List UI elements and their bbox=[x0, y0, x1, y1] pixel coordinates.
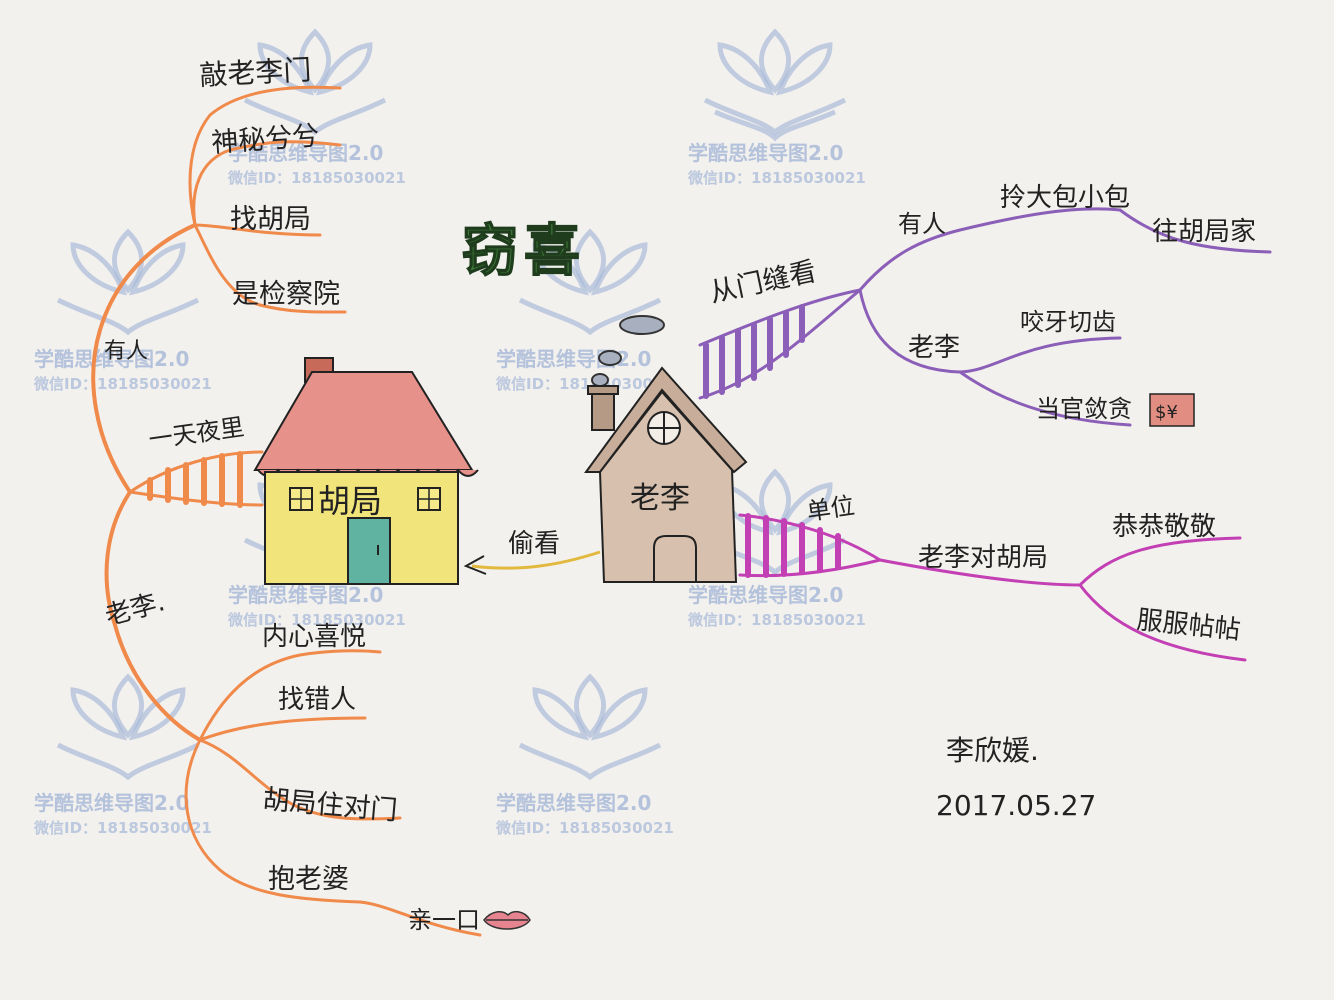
peek-arrow bbox=[463, 550, 601, 575]
money-icon-label: $¥ bbox=[1155, 402, 1178, 423]
arrow-label: 偷看 bbox=[508, 529, 560, 559]
house-hu-ju bbox=[253, 357, 479, 585]
watermark-text: 学酷思维导图2.0 bbox=[228, 583, 383, 607]
watermark-logo bbox=[56, 228, 200, 336]
left-item-label: 敲老李门 bbox=[199, 53, 313, 92]
house-left-label: 胡局 bbox=[318, 482, 382, 520]
left-item-label: 找错人 bbox=[278, 685, 356, 715]
left-branch-lines bbox=[91, 85, 482, 937]
kiss-label: 亲一口 bbox=[408, 906, 480, 934]
signature-name: 李欣媛. bbox=[946, 734, 1039, 767]
house-right-label: 老李 bbox=[630, 481, 690, 516]
watermark-logo bbox=[243, 28, 387, 136]
watermark-id: 微信ID：18185030021 bbox=[495, 375, 674, 393]
right-bottom-stem-label: 单位 bbox=[805, 492, 856, 526]
watermark-logo bbox=[703, 28, 847, 142]
right-top-main-label: 从门缝看 bbox=[707, 256, 819, 309]
watermark-id: 微信ID：18185030021 bbox=[227, 169, 406, 187]
left-item-label: 胡局住对门 bbox=[261, 784, 398, 827]
watermark-text: 学酷思维导图2.0 bbox=[34, 347, 189, 371]
watermark-id: 微信ID：18185030021 bbox=[495, 819, 674, 837]
right-top-sub-label: 老李 bbox=[908, 333, 960, 363]
right-bottom-branch-lines bbox=[738, 513, 1247, 662]
money-icon: $¥ bbox=[1149, 393, 1195, 427]
left-group-label: 有人 bbox=[104, 339, 148, 364]
watermark-text: 学酷思维导图2.0 bbox=[496, 791, 651, 815]
watermark-text: 学酷思维导图2.0 bbox=[496, 347, 651, 371]
left-item-label: 是检察院 bbox=[232, 279, 340, 310]
left-item-label: 神秘兮兮 bbox=[210, 121, 320, 159]
signature-date: 2017.05.27 bbox=[936, 789, 1096, 822]
watermark-logo bbox=[518, 673, 662, 781]
watermark-text: 学酷思维导图2.0 bbox=[34, 791, 189, 815]
watermark-text: 学酷思维导图2.0 bbox=[688, 141, 843, 165]
watermark-id: 微信ID：18185030021 bbox=[33, 819, 212, 837]
watermark-id: 微信ID：18185030021 bbox=[227, 611, 406, 629]
watermark-layer: 学酷思维导图2.0 微信ID：18185030021 学酷思维导图2.0 微信I… bbox=[33, 28, 866, 837]
house-lao-li bbox=[584, 315, 748, 583]
right-top-item-label: 往胡局家 bbox=[1152, 217, 1256, 247]
right-bottom-main-label: 老李对胡局 bbox=[918, 543, 1048, 573]
right-top-item-label: 咬牙切齿 bbox=[1020, 308, 1116, 336]
right-bottom-item-label: 服服帖帖 bbox=[1135, 605, 1242, 646]
left-item-label: 内心喜悦 bbox=[262, 622, 366, 652]
watermark-logo bbox=[56, 673, 200, 781]
right-bottom-item-label: 恭恭敬敬 bbox=[1112, 512, 1216, 542]
left-item-label: 抱老婆 bbox=[268, 864, 349, 895]
watermark-id: 微信ID：18185030021 bbox=[687, 611, 866, 629]
left-item-label: 找胡局 bbox=[230, 204, 311, 235]
lips-icon bbox=[483, 910, 531, 930]
watermark-id: 微信ID：18185030021 bbox=[33, 375, 212, 393]
right-top-item-label: 当官敛贪 bbox=[1036, 395, 1132, 423]
left-stem-label: 一天夜里 bbox=[147, 413, 246, 454]
right-top-item-label: 拎大包小包 bbox=[1000, 183, 1130, 213]
map-title: 窃喜 bbox=[462, 219, 586, 284]
watermark-id: 微信ID：18185030021 bbox=[687, 169, 866, 187]
right-top-branch-lines bbox=[698, 207, 1272, 427]
watermark-text: 学酷思维导图2.0 bbox=[688, 583, 843, 607]
watermark-logo bbox=[518, 228, 662, 336]
left-group-label: 老李. bbox=[102, 587, 168, 632]
right-top-sub-label: 有人 bbox=[898, 210, 946, 238]
